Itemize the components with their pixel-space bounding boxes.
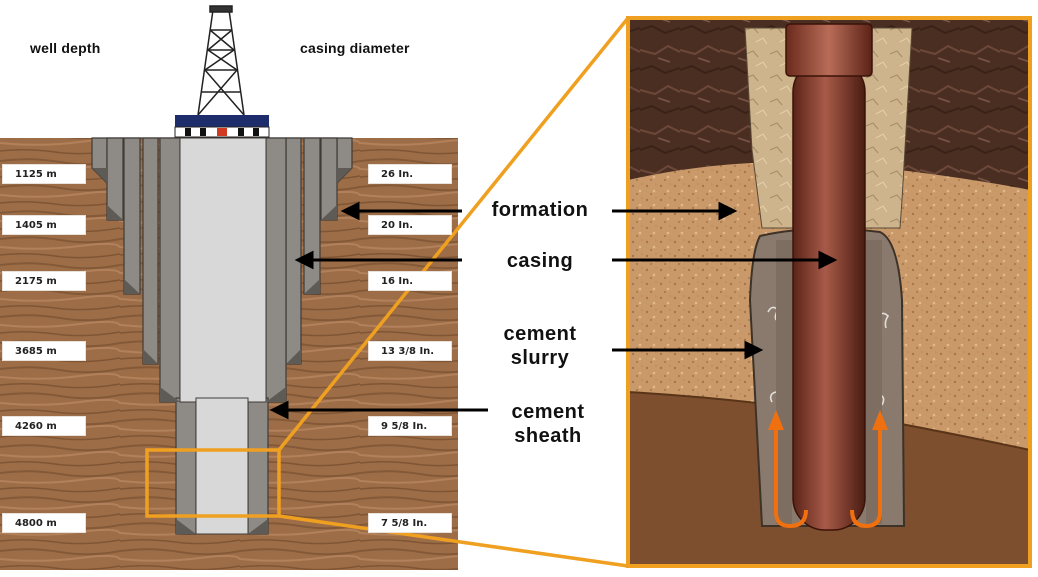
depth-label: 3685 m bbox=[2, 341, 86, 361]
formation-label: formation bbox=[491, 199, 589, 221]
depth-label: 4800 m bbox=[2, 513, 86, 533]
cement-sheath-label-line2: sheath bbox=[514, 425, 582, 447]
casing-strings bbox=[91, 137, 353, 535]
diameter-label: 13 3/8 In. bbox=[368, 341, 452, 361]
casing-diameter-header: casing diameter bbox=[300, 40, 410, 56]
detail-panel bbox=[626, 16, 1032, 568]
cement-slurry-label-line1: cement bbox=[503, 323, 577, 345]
rig-base bbox=[175, 115, 269, 127]
depth-label: 1125 m bbox=[2, 164, 86, 184]
annotation-arrows bbox=[269, 201, 838, 420]
highlight-box bbox=[145, 448, 281, 518]
cement-slurry-label-line2: slurry bbox=[510, 347, 570, 369]
diameter-label: 26 In. bbox=[368, 164, 452, 184]
diameter-label: 9 5/8 In. bbox=[368, 416, 452, 436]
casing-label: casing bbox=[506, 250, 574, 272]
cement-sheath-label-line1: cement bbox=[511, 401, 585, 423]
flow-arrows bbox=[774, 430, 882, 529]
depth-label: 2175 m bbox=[2, 271, 86, 291]
diameter-label: 7 5/8 In. bbox=[368, 513, 452, 533]
depth-label: 1405 m bbox=[2, 215, 86, 235]
depth-label: 4260 m bbox=[2, 416, 86, 436]
zoom-line-top bbox=[277, 16, 630, 452]
zoom-line-bottom bbox=[278, 514, 629, 568]
well-depth-header: well depth bbox=[30, 40, 101, 56]
derrick-icon bbox=[197, 5, 245, 116]
diameter-label: 20 In. bbox=[368, 215, 452, 235]
diameter-label: 16 In. bbox=[368, 271, 452, 291]
wellbore bbox=[179, 137, 267, 403]
detail-frame bbox=[626, 16, 1032, 568]
